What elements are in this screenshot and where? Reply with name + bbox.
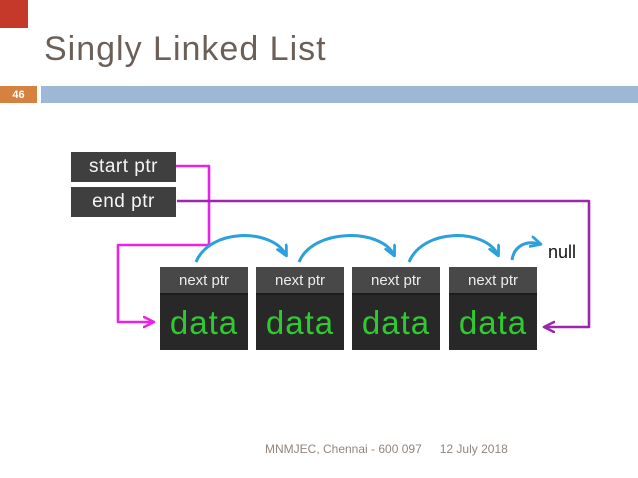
cursor-marker: [0, 0, 28, 28]
end-pointer-box: end ptr: [71, 187, 176, 217]
start-pointer-box: start ptr: [71, 152, 176, 182]
node-data-label: data: [265, 303, 335, 341]
footer-institution: MNMJEC, Chennai - 600 097: [265, 442, 422, 456]
next-arc-null: [510, 243, 540, 261]
node-next-pointer-label: next ptr: [256, 267, 344, 295]
next-arc-1: [194, 234, 286, 263]
list-node: next ptr data: [449, 267, 537, 350]
node-data-label: data: [458, 303, 528, 341]
page-title: Singly Linked List: [44, 30, 327, 68]
list-node: next ptr data: [352, 267, 440, 350]
node-next-pointer-label: next ptr: [449, 267, 537, 295]
slide-number-badge: 46: [0, 86, 37, 103]
next-arc-2: [297, 234, 394, 263]
title-divider-bar: [41, 86, 638, 103]
list-node: next ptr data: [160, 267, 248, 350]
slide-footer: MNMJEC, Chennai - 600 097 12 July 2018: [265, 442, 508, 456]
node-next-pointer-label: next ptr: [352, 267, 440, 295]
list-node: next ptr data: [256, 267, 344, 350]
node-data-label: data: [361, 303, 431, 341]
footer-date: 12 July 2018: [439, 442, 508, 456]
node-next-pointer-label: next ptr: [160, 267, 248, 295]
null-label: null: [548, 242, 577, 262]
next-arc-3: [407, 234, 498, 263]
node-data-label: data: [169, 303, 239, 341]
